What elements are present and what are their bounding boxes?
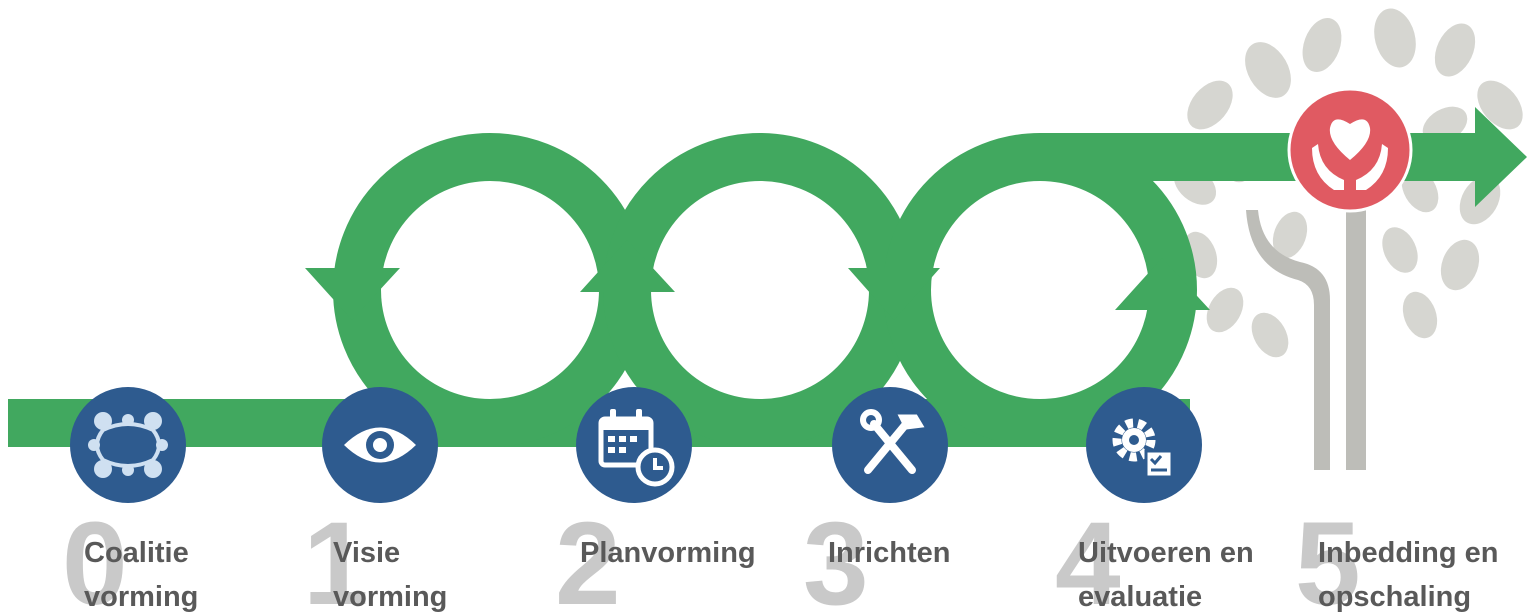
step-numbers: 0 1 2 3 4 5 <box>62 498 1361 614</box>
step-3-node <box>832 387 948 503</box>
step-number-2: 2 <box>555 498 621 614</box>
step-4-node <box>1086 387 1202 503</box>
step-label-1-line2: vorming <box>333 581 447 613</box>
step-number-4: 4 <box>1055 498 1121 614</box>
process-flow <box>8 133 1480 447</box>
tree-trunk <box>1246 190 1366 470</box>
step-1-node <box>322 387 438 503</box>
step-number-3: 3 <box>803 498 869 614</box>
calendar-clock-icon <box>598 409 675 487</box>
heart-hands-icon <box>1312 119 1388 190</box>
step-label-5-line2: opschaling <box>1318 581 1471 613</box>
down-arrowhead-1 <box>305 268 400 320</box>
step-label-5-line1: Inbedding en <box>1318 537 1498 569</box>
step-2-node <box>576 387 692 503</box>
step-label-4-line1: Uitvoeren en <box>1078 537 1254 569</box>
down-arrowhead-3 <box>848 268 940 320</box>
step-label-4-line2: evaluatie <box>1078 581 1202 613</box>
step-0-node <box>70 387 186 503</box>
step-number-5: 5 <box>1295 498 1361 614</box>
step-label-2-line1: Planvorming <box>580 537 756 569</box>
step-label-0-line1: Coalitie <box>84 537 189 569</box>
step-number-0: 0 <box>62 498 128 614</box>
loop-arrowheads <box>305 240 1210 320</box>
eye-icon <box>344 427 416 463</box>
step-label-1-line1: Visie <box>333 537 400 569</box>
gear-checklist-icon <box>1112 418 1174 479</box>
up-arrowhead-4 <box>1115 258 1210 310</box>
step-number-1: 1 <box>303 498 369 614</box>
step-label-0-line2: vorming <box>84 581 198 613</box>
up-arrowhead-2 <box>580 240 675 292</box>
tree-illustration <box>1173 8 1523 470</box>
flow-arrowhead <box>1475 107 1527 207</box>
step-labels: Coalitie vorming Visie vorming Planvormi… <box>84 537 1498 613</box>
step-label-3-line1: Inrichten <box>828 537 950 569</box>
step-5-node <box>1287 87 1413 213</box>
tools-icon <box>860 409 925 474</box>
